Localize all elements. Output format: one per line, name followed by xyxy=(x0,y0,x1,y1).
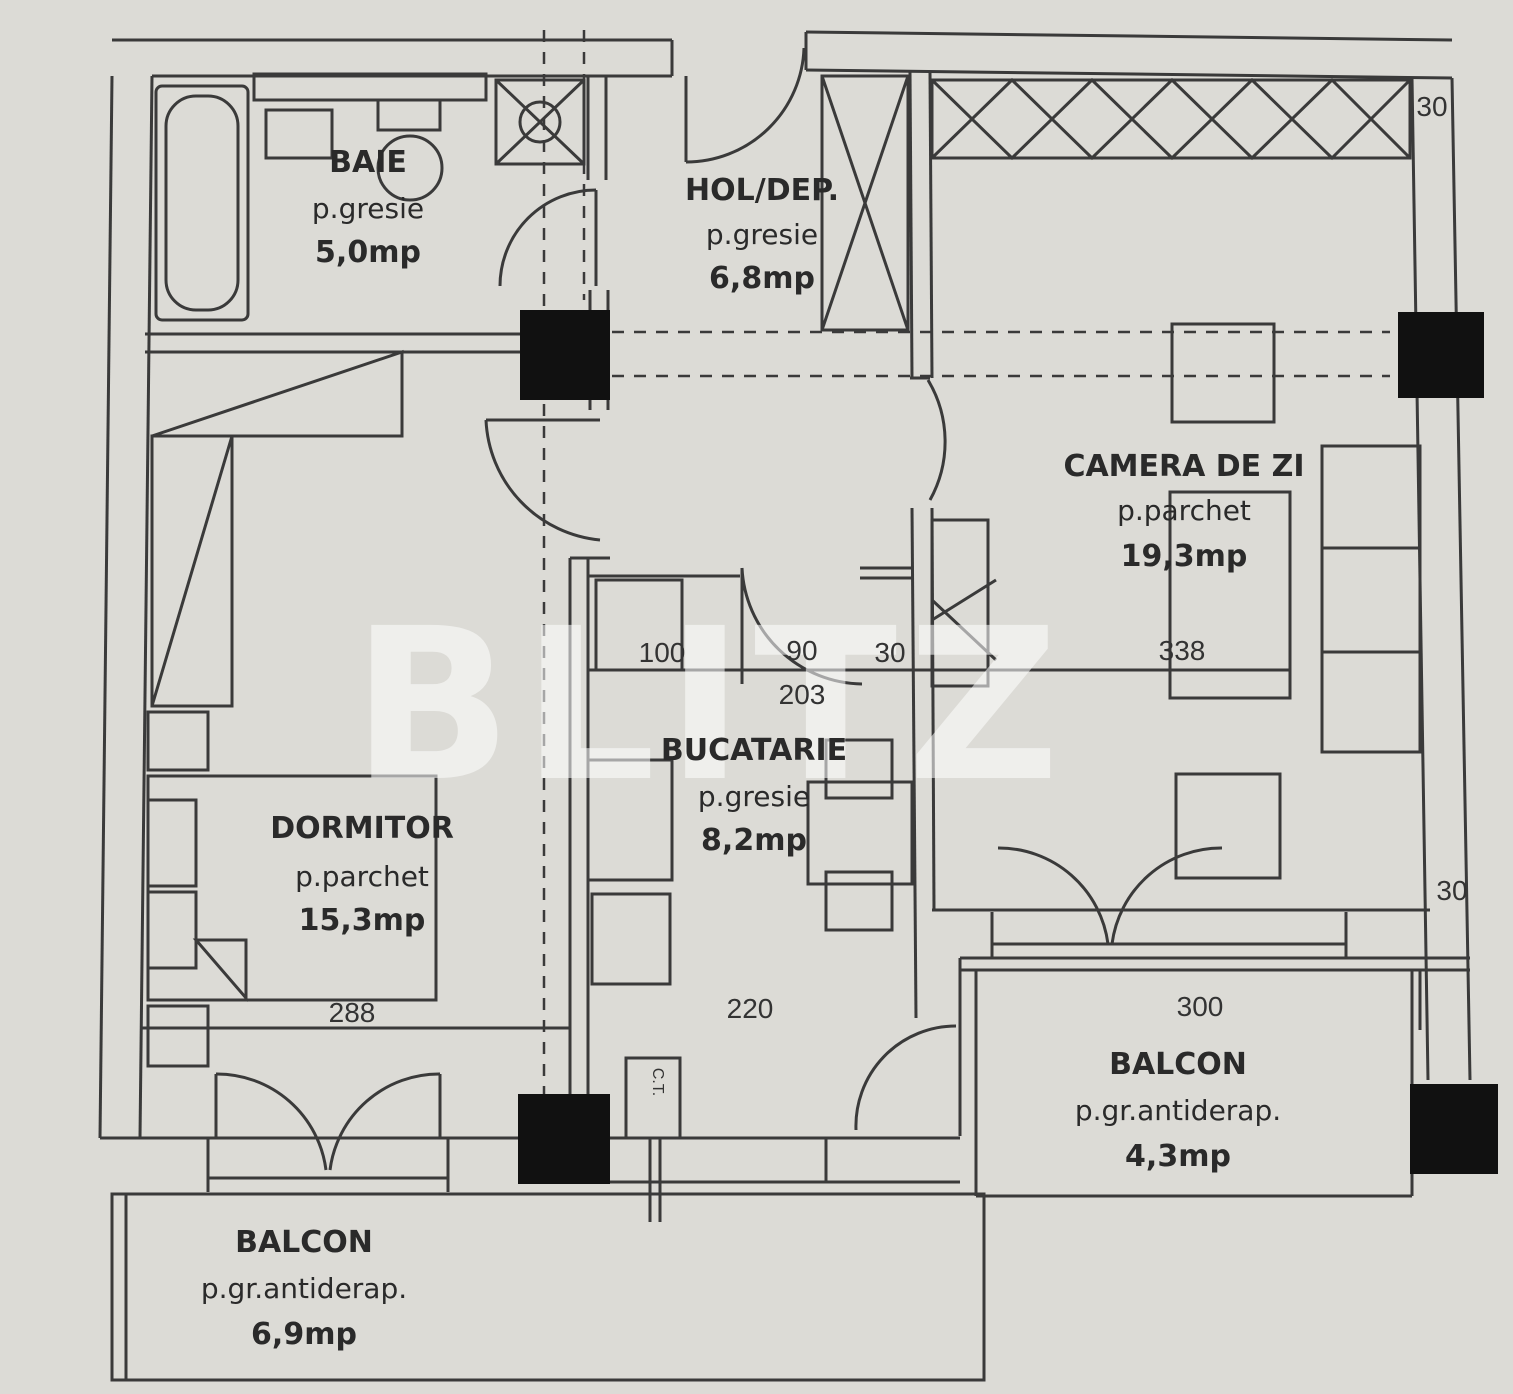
room-area: 15,3mp xyxy=(299,903,426,938)
room-area: 19,3mp xyxy=(1121,539,1248,574)
room-name: HOL/DEP. xyxy=(685,173,839,208)
room-area: 6,9mp xyxy=(251,1317,357,1352)
room-name: DORMITOR xyxy=(270,811,454,846)
column xyxy=(520,310,610,400)
ct-label: C.T. xyxy=(649,1068,666,1096)
dimension-label: 220 xyxy=(727,993,774,1024)
dimension-label: 30 xyxy=(874,637,905,668)
dimension-label: 90 xyxy=(786,635,817,666)
room-floor: p.gresie xyxy=(706,218,818,251)
room-balcon-right: BALCON p.gr.antiderap. 4,3mp xyxy=(1075,1047,1281,1174)
columns xyxy=(518,310,1498,1184)
room-floor: p.parchet xyxy=(1117,494,1251,527)
room-floor: p.gresie xyxy=(312,192,424,225)
room-area: 6,8mp xyxy=(709,261,815,296)
room-name: BALCON xyxy=(235,1225,373,1260)
dimension-label: 30 xyxy=(1436,875,1467,906)
dimension-label: 30 xyxy=(1416,91,1447,122)
room-bucatarie: BUCATARIE p.gresie 8,2mp xyxy=(661,733,847,858)
room-floor: p.gr.antiderap. xyxy=(1075,1094,1281,1127)
room-hol: HOL/DEP. p.gresie 6,8mp xyxy=(685,173,839,296)
room-balcon-left: BALCON p.gr.antiderap. 6,9mp xyxy=(201,1225,407,1352)
room-name: CAMERA DE ZI xyxy=(1063,449,1304,484)
dimensions: 100 90 30 338 203 288 220 300 30 30 C.T. xyxy=(329,91,1468,1096)
dimension-label: 300 xyxy=(1177,991,1224,1022)
room-baie: BAIE p.gresie 5,0mp xyxy=(312,145,424,270)
column xyxy=(1398,312,1484,398)
room-area: 5,0mp xyxy=(315,235,421,270)
dimension-label: 100 xyxy=(639,637,686,668)
room-name: BUCATARIE xyxy=(661,733,847,768)
column xyxy=(518,1094,610,1184)
dashed-lines xyxy=(542,30,1390,1100)
dimension-label: 203 xyxy=(779,679,826,710)
room-area: 4,3mp xyxy=(1125,1139,1231,1174)
watermark-text: BLITZ xyxy=(352,583,1070,828)
room-area: 8,2mp xyxy=(701,823,807,858)
room-dormitor: DORMITOR p.parchet 15,3mp xyxy=(270,811,454,938)
room-floor: p.gr.antiderap. xyxy=(201,1272,407,1305)
doors xyxy=(214,47,1223,1171)
room-name: BALCON xyxy=(1109,1047,1247,1082)
dimension-label: 288 xyxy=(329,997,376,1028)
dimension-label: 338 xyxy=(1159,635,1206,666)
room-name: BAIE xyxy=(329,145,407,180)
walls xyxy=(98,30,1472,1382)
column xyxy=(1410,1084,1498,1174)
room-floor: p.parchet xyxy=(295,860,429,893)
room-floor: p.gresie xyxy=(698,780,810,813)
room-camera-de-zi: CAMERA DE ZI p.parchet 19,3mp xyxy=(1063,449,1304,574)
